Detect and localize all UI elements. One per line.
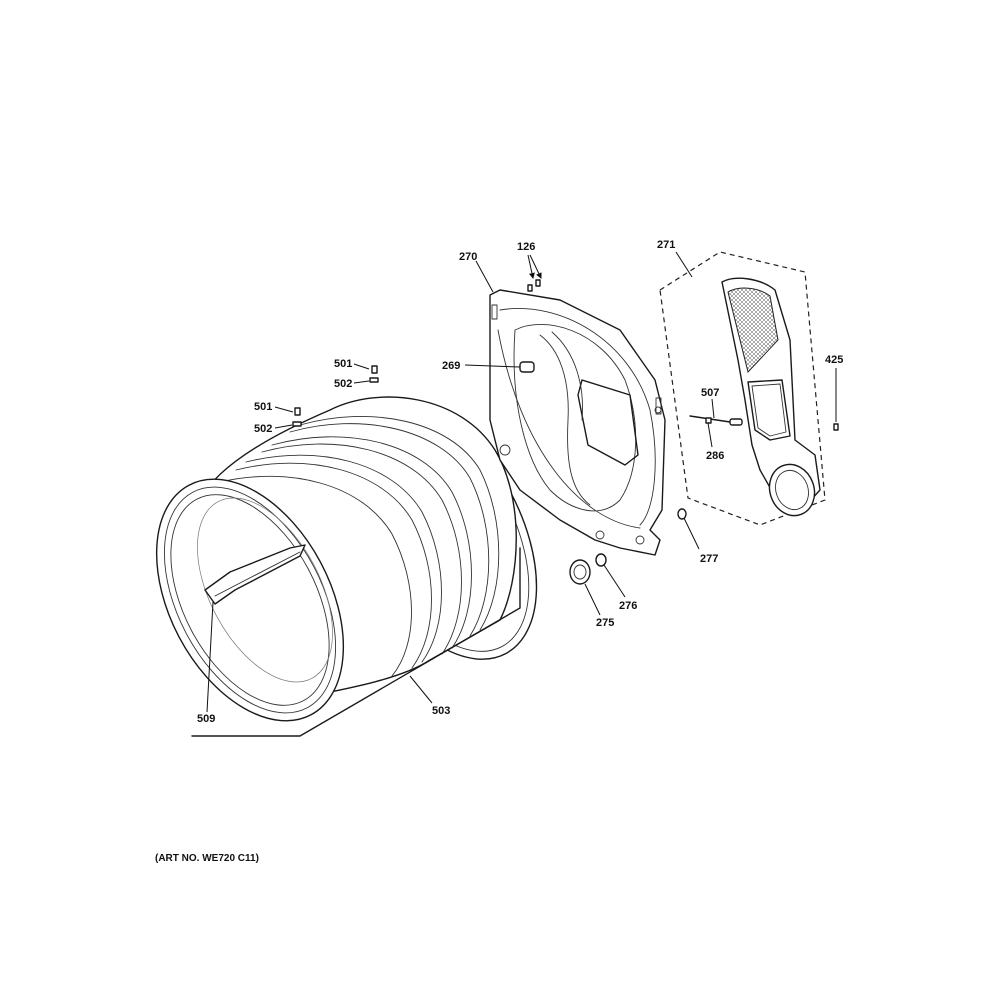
callout-502-upper: 502 [334,378,352,390]
rear-bearing [569,508,687,585]
callout-502-lower: 502 [254,423,272,435]
callout-501-upper: 501 [334,358,352,370]
rear-bulkhead [489,279,666,556]
callout-507: 507 [701,387,719,399]
leader-lines [206,251,837,713]
callout-275: 275 [596,617,614,629]
callout-425: 425 [825,354,843,366]
callout-503: 503 [432,705,450,717]
callout-501-lower: 501 [254,401,272,413]
callout-277: 277 [700,553,718,565]
callout-509: 509 [197,713,215,725]
callout-270: 270 [459,251,477,263]
callout-276: 276 [619,600,637,612]
art-number: (ART NO. WE720 C11) [155,853,259,864]
drum-assembly [155,396,538,737]
lint-duct-assembly [659,251,839,526]
callout-labels: 126 270 271 269 425 501 502 501 502 507 … [197,239,843,725]
screw-501-upper [292,365,379,427]
callout-126: 126 [517,241,535,253]
callout-286: 286 [706,450,724,462]
callout-269: 269 [442,360,460,372]
callout-271: 271 [657,239,675,251]
